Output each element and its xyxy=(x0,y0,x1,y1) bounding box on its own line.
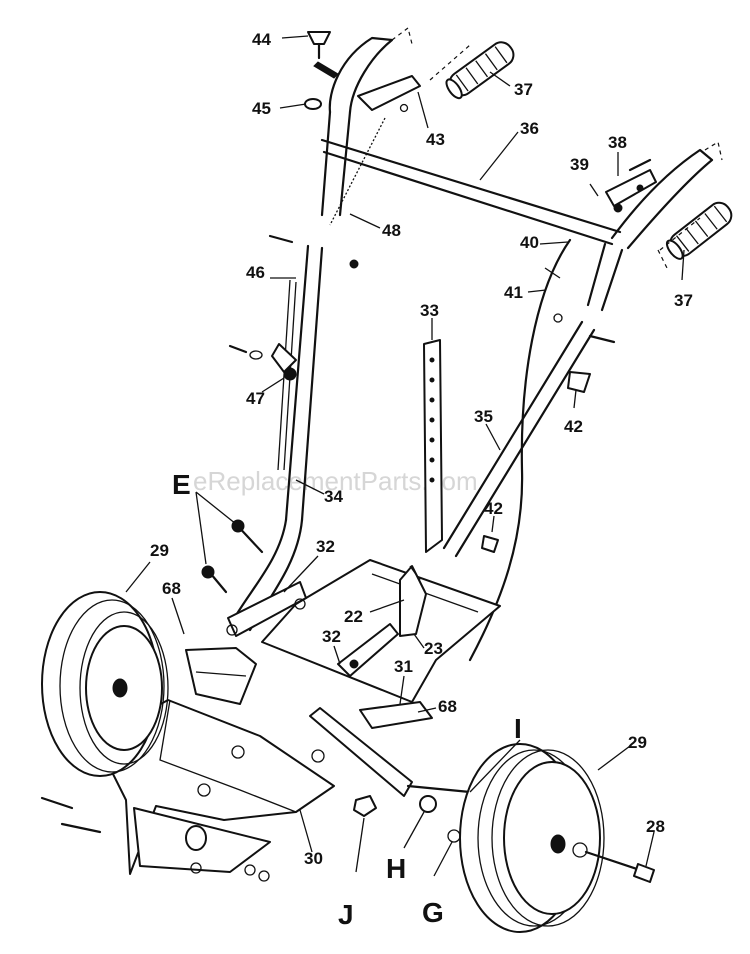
callout-42-upper: 42 xyxy=(564,417,583,436)
callout-68-left: 68 xyxy=(162,579,181,598)
callout-47: 47 xyxy=(246,389,265,408)
callout-39: 39 xyxy=(570,155,589,174)
callout-30: 30 xyxy=(304,849,323,868)
callout-31: 31 xyxy=(394,657,413,676)
callout-46: 46 xyxy=(246,263,265,282)
callout-letter-G: G xyxy=(422,897,444,928)
left-wheel xyxy=(41,591,169,777)
callout-34: 34 xyxy=(324,487,343,506)
callout-36: 36 xyxy=(520,119,539,138)
handle-assembly xyxy=(195,26,733,662)
callout-29-right: 29 xyxy=(628,733,647,752)
right-wheel xyxy=(459,743,655,933)
callout-33: 33 xyxy=(420,301,439,320)
callout-labels: 44 45 43 37 36 38 39 48 40 46 41 37 33 4… xyxy=(150,30,693,930)
callout-22: 22 xyxy=(344,607,363,626)
callout-40: 40 xyxy=(520,233,539,252)
callout-letter-J: J xyxy=(338,899,354,930)
leader-lines xyxy=(125,35,685,877)
callout-41: 41 xyxy=(504,283,523,302)
callout-letter-H: H xyxy=(386,853,406,884)
callout-37-upper: 37 xyxy=(514,80,533,99)
callout-42-lower: 42 xyxy=(484,499,503,518)
callout-32-upper: 32 xyxy=(316,537,335,556)
callout-43: 43 xyxy=(426,130,445,149)
callout-32-lower: 32 xyxy=(322,627,341,646)
callout-44: 44 xyxy=(252,30,271,49)
callout-29-left: 29 xyxy=(150,541,169,560)
callout-letter-E: E xyxy=(172,469,191,500)
callout-48: 48 xyxy=(382,221,401,240)
callout-37-lower: 37 xyxy=(674,291,693,310)
callout-45: 45 xyxy=(252,99,271,118)
frame-assembly xyxy=(40,559,501,882)
callout-28: 28 xyxy=(646,817,665,836)
callout-35: 35 xyxy=(474,407,493,426)
callout-letter-I: I xyxy=(514,713,522,744)
callout-38: 38 xyxy=(608,133,627,152)
callout-68-right: 68 xyxy=(438,697,457,716)
callout-23: 23 xyxy=(424,639,443,658)
